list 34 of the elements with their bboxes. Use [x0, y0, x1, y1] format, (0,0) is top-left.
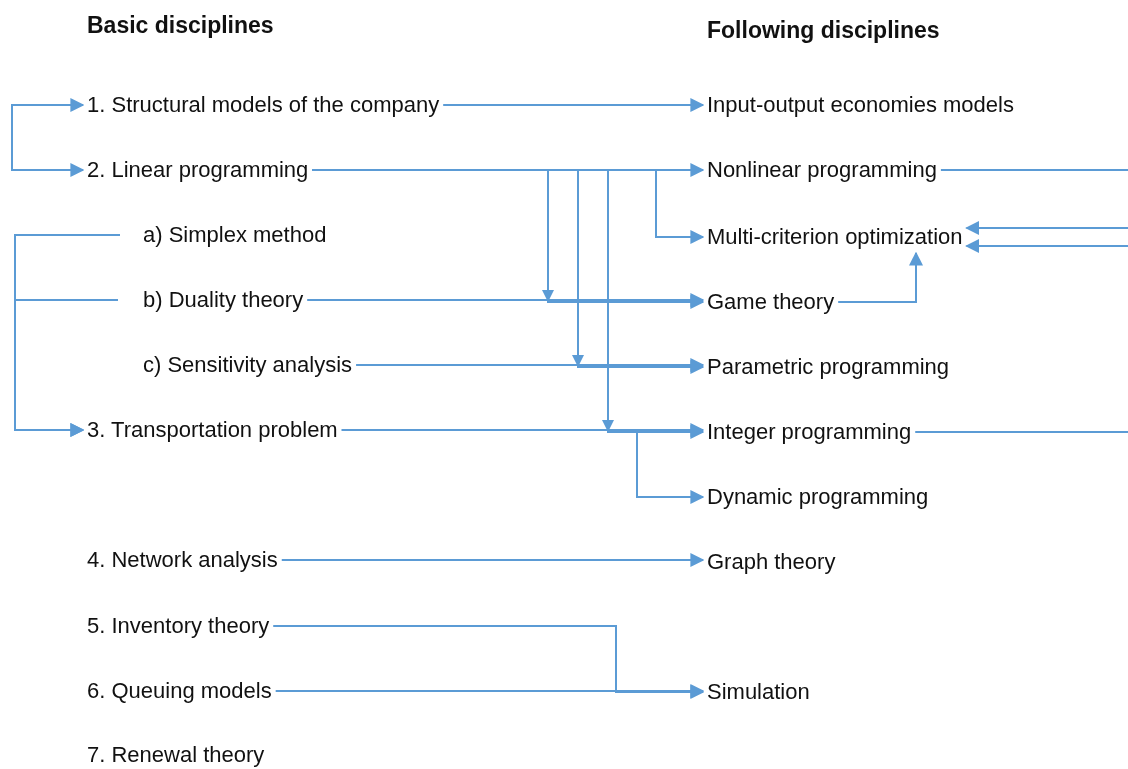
discipline-label: Integer programming	[707, 418, 912, 446]
arrow	[280, 553, 705, 567]
discipline-label: a) Simplex method	[143, 221, 327, 249]
arrow	[14, 299, 119, 437]
discipline-label: b) Duality theory	[143, 286, 304, 314]
discipline-label: 5. Inventory theory	[87, 612, 270, 640]
discipline-label: Simulation	[707, 678, 810, 706]
arrow	[355, 358, 705, 372]
discipline-label: 7. Renewal theory	[87, 741, 265, 769]
discipline-label: Parametric programming	[707, 353, 950, 381]
column-heading: Following disciplines	[707, 16, 940, 44]
discipline-label: Input-output economies models	[707, 91, 1014, 119]
discipline-label: 4. Network analysis	[87, 546, 278, 574]
discipline-label: Dynamic programming	[707, 483, 929, 511]
arrow	[837, 251, 923, 303]
discipline-label: Graph theory	[707, 548, 836, 576]
discipline-label: Multi-criterion optimization	[707, 223, 963, 251]
discipline-label: 2. Linear programming	[87, 156, 309, 184]
discipline-label: 6. Queuing models	[87, 677, 272, 705]
arrow	[340, 429, 705, 504]
arrow	[272, 625, 705, 699]
arrow	[11, 98, 85, 177]
discipline-label: Game theory	[707, 288, 835, 316]
arrow	[965, 239, 1128, 253]
column-heading: Basic disciplines	[87, 11, 274, 39]
arrow	[442, 98, 705, 112]
discipline-label: 3. Transportation problem	[87, 416, 338, 444]
discipline-label: c) Sensitivity analysis	[143, 351, 353, 379]
arrow	[311, 169, 705, 439]
discipline-label: Nonlinear programming	[707, 156, 937, 184]
arrow	[274, 684, 705, 698]
discipline-label: 1. Structural models of the company	[87, 91, 440, 119]
arrow	[965, 221, 1128, 235]
arrow	[306, 293, 705, 307]
